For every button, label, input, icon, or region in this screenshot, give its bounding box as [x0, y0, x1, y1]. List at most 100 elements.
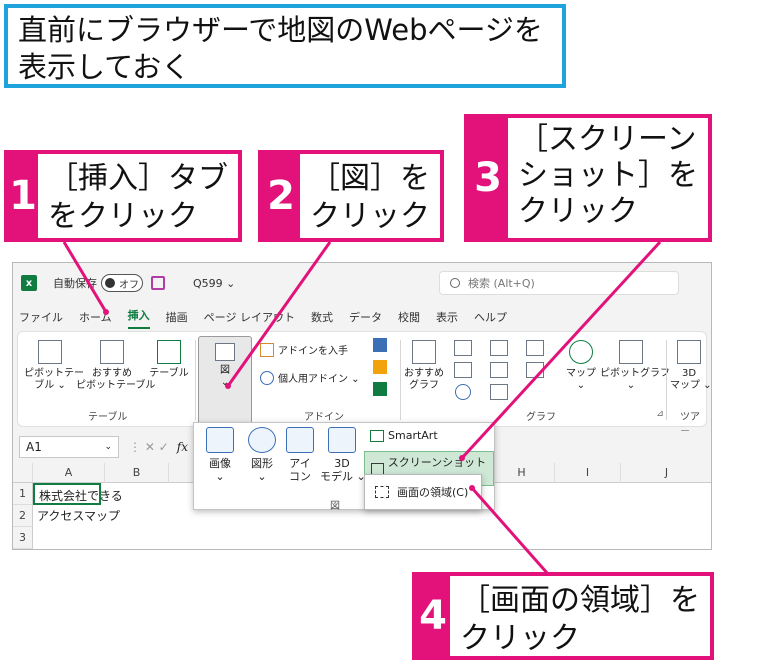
- step-4-callout: 4 ［画面の領域］を クリック: [412, 572, 714, 660]
- tab-file[interactable]: ファイル: [19, 311, 63, 324]
- name-box[interactable]: A1 ⌄: [19, 436, 119, 458]
- map3d-button[interactable]: 3D マップ ⌄: [670, 340, 712, 392]
- statistic-chart-button[interactable]: [484, 362, 514, 382]
- screen-clipping-icon: [375, 486, 389, 498]
- charts-dialog-launcher[interactable]: ⊿: [656, 409, 664, 419]
- screenshot-submenu[interactable]: 画面の領域(C): [364, 474, 482, 510]
- search-icon: [450, 278, 460, 288]
- step-3-text: ［スクリーン ショット］を クリック: [508, 118, 708, 238]
- step-4-line-1: ［画面の領域］を: [460, 583, 700, 618]
- my-addins-button[interactable]: 個人用アドイン ⌄: [260, 370, 360, 385]
- pivot-table-icon: [38, 340, 62, 364]
- illustrations-icon: [215, 343, 235, 361]
- smartart-button[interactable]: SmartArt: [370, 429, 438, 442]
- maps-label: マップ ⌄: [566, 368, 596, 391]
- autosave-toggle[interactable]: オフ: [101, 274, 143, 292]
- waterfall-chart-icon: [526, 340, 544, 356]
- row-header[interactable]: 2: [13, 505, 33, 527]
- step-1-callout: 1 ［挿入］タブ をクリック: [4, 150, 242, 242]
- intro-line-2: 表示しておく: [18, 50, 191, 84]
- step-3-line-3: クリック: [518, 194, 638, 229]
- map3d-label: 3D マップ ⌄: [670, 368, 712, 391]
- shapes-icon: [248, 427, 276, 453]
- column-header[interactable]: B: [105, 463, 169, 483]
- recommended-charts-button[interactable]: おすすめ グラフ: [404, 340, 444, 392]
- recommended-pivot-button[interactable]: おすすめ ピボットテーブル: [76, 340, 155, 392]
- my-addins-label: 個人用アドイン ⌄: [278, 374, 360, 385]
- file-name[interactable]: Q599 ⌄: [193, 276, 236, 290]
- tab-help[interactable]: ヘルプ: [473, 311, 507, 324]
- step-4-line-2: クリック: [460, 621, 580, 656]
- pivot-chart-label: ピボットグラフ ⌄: [600, 368, 670, 391]
- tab-formulas[interactable]: 数式: [310, 311, 333, 324]
- column-header[interactable]: J: [621, 463, 711, 483]
- ribbon: ピボットテー ブル ⌄ おすすめ ピボットテーブル テーブル テーブル 図 ⌄ …: [17, 331, 712, 438]
- tab-page-layout[interactable]: ページ レイアウト: [203, 311, 295, 324]
- step-3-line-2: ショット］を: [518, 158, 698, 193]
- 3d-models-label: 3D モデル ⌄: [320, 457, 366, 483]
- scatter-chart-button[interactable]: [484, 384, 514, 404]
- line-chart-icon: [454, 362, 472, 378]
- tab-data[interactable]: データ: [348, 311, 382, 324]
- save-icon[interactable]: [151, 276, 165, 290]
- step-4-number: 4: [416, 576, 450, 656]
- people-graph-button[interactable]: [370, 382, 390, 400]
- visio-button[interactable]: [370, 338, 390, 356]
- function-icon[interactable]: fx: [176, 440, 188, 454]
- get-addins-button[interactable]: アドインを入手: [260, 342, 348, 357]
- icons-label: アイ コン: [289, 457, 311, 483]
- ribbon-separator: [400, 340, 401, 420]
- tab-draw[interactable]: 描画: [165, 311, 188, 324]
- ribbon-separator: [195, 340, 196, 420]
- recommended-pivot-icon: [100, 340, 124, 364]
- row-header[interactable]: 1: [13, 483, 33, 505]
- corner-select-all[interactable]: [13, 463, 33, 483]
- column-header[interactable]: I: [555, 463, 621, 483]
- map3d-icon: [677, 340, 701, 364]
- icons-button[interactable]: アイ コン: [284, 427, 316, 483]
- group-label-charts: グラフ: [526, 412, 556, 423]
- table-button[interactable]: テーブル: [146, 340, 192, 380]
- shapes-button[interactable]: 図形 ⌄: [244, 427, 280, 483]
- pie-chart-button[interactable]: [448, 384, 478, 404]
- hierarchy-chart-button[interactable]: [484, 340, 514, 360]
- ribbon-tabs: ファイル ホーム 挿入 描画 ページ レイアウト 数式 データ 校閲 表示 ヘル…: [13, 303, 711, 329]
- search-box[interactable]: 検索 (Alt+Q): [439, 271, 679, 295]
- addins-icon: [260, 370, 274, 385]
- pivot-table-label: ピボットテー ブル ⌄: [24, 368, 84, 391]
- cell-a1[interactable]: 株式会社できる: [33, 483, 123, 505]
- excel-logo-icon: x: [21, 275, 37, 291]
- bing-maps-button[interactable]: [370, 360, 390, 378]
- shapes-label: 図形 ⌄: [251, 457, 273, 483]
- combo-chart-button[interactable]: [520, 362, 550, 382]
- scatter-chart-icon: [490, 384, 508, 400]
- tab-view[interactable]: 表示: [435, 311, 458, 324]
- pivot-chart-button[interactable]: ピボットグラフ ⌄: [600, 340, 670, 392]
- globe-icon: [569, 340, 593, 364]
- illustrations-label: 図 ⌄: [220, 365, 230, 388]
- line-chart-button[interactable]: [448, 362, 478, 382]
- step-2-line-2: クリック: [310, 199, 430, 234]
- tab-review[interactable]: 校閲: [397, 311, 420, 324]
- cell-a2[interactable]: アクセスマップ: [37, 509, 121, 523]
- people-graph-icon: [373, 382, 387, 396]
- tab-insert[interactable]: 挿入: [127, 307, 150, 329]
- icons-icon: [286, 427, 314, 453]
- pictures-label: 画像 ⌄: [209, 457, 231, 483]
- group-label-addins: アドイン: [304, 412, 344, 423]
- picture-icon: [206, 427, 234, 453]
- combo-chart-icon: [526, 362, 544, 378]
- column-header[interactable]: A: [33, 463, 105, 483]
- illustrations-button[interactable]: 図 ⌄: [198, 336, 252, 424]
- pictures-button[interactable]: 画像 ⌄: [202, 427, 238, 483]
- row-header[interactable]: 3: [13, 527, 33, 549]
- pivot-table-button[interactable]: ピボットテー ブル ⌄: [24, 340, 84, 392]
- autosave-label: 自動保存: [53, 277, 97, 290]
- column-chart-button[interactable]: [448, 340, 478, 360]
- maps-button[interactable]: マップ ⌄: [564, 340, 598, 392]
- autosave-toggle-label: オフ: [119, 279, 139, 291]
- column-header[interactable]: H: [489, 463, 555, 483]
- tab-home[interactable]: ホーム: [79, 311, 112, 324]
- 3d-models-button[interactable]: 3D モデル ⌄: [320, 427, 366, 483]
- waterfall-chart-button[interactable]: [520, 340, 550, 360]
